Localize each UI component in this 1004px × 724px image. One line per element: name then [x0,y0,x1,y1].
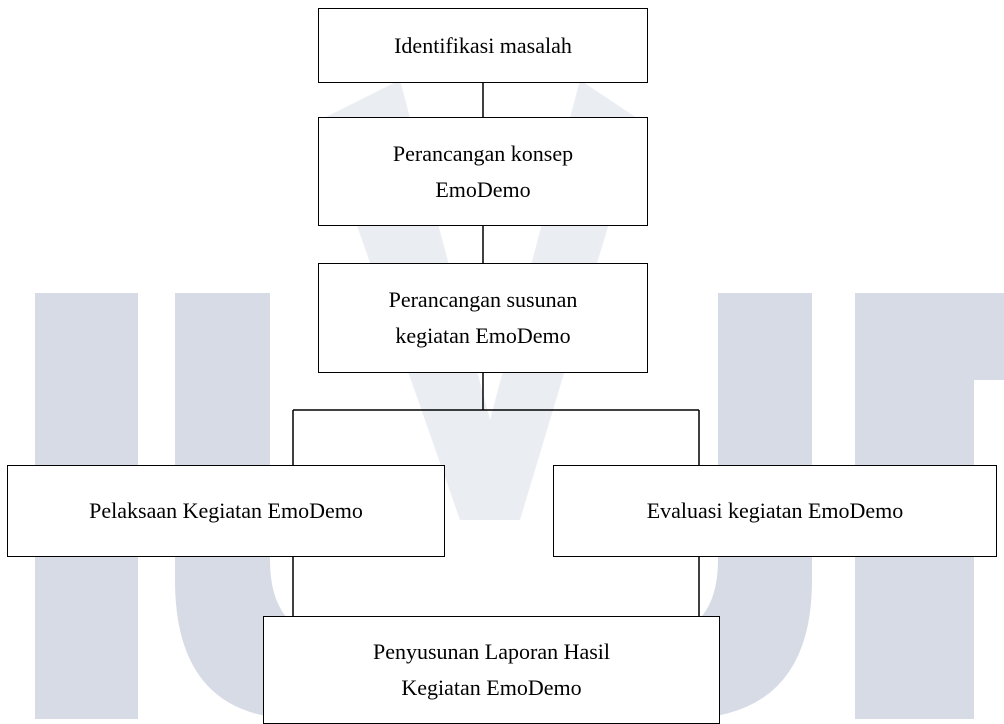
node-pelaksaan-kegiatan: Pelaksaan Kegiatan EmoDemo [7,465,445,557]
node-evaluasi-kegiatan: Evaluasi kegiatan EmoDemo [553,465,997,557]
node-perancangan-konsep: Perancangan konsep EmoDemo [318,117,648,226]
watermark-f-top [855,293,1004,380]
node-perancangan-susunan: Perancangan susunan kegiatan EmoDemo [318,263,648,373]
node-penyusunan-laporan: Penyusunan Laporan Hasil Kegiatan EmoDem… [263,616,720,724]
watermark-u-shape [175,293,812,719]
node-identifikasi-masalah: Identifikasi masalah [318,8,648,83]
